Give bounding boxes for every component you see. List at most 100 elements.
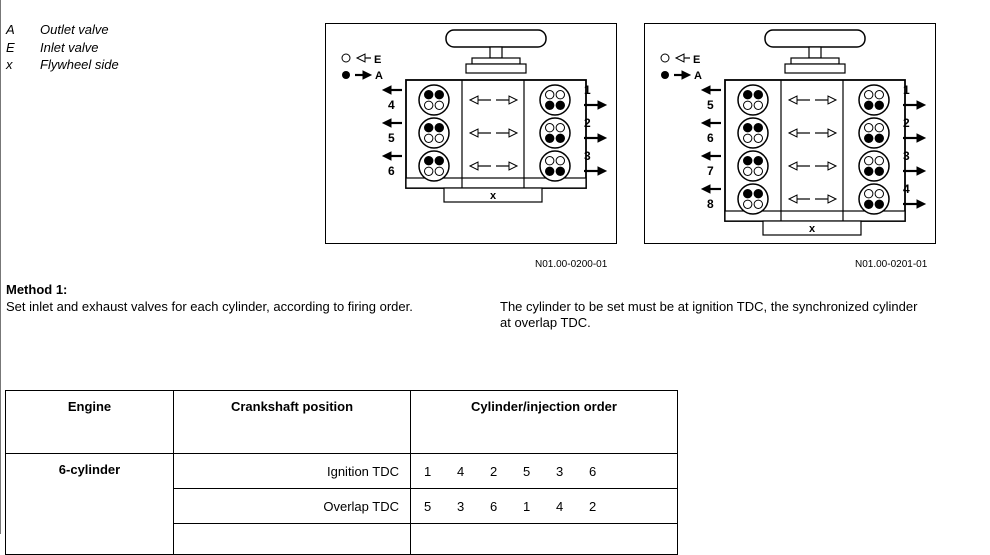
valve-outlet: [753, 123, 764, 133]
valve-outlet: [434, 90, 445, 100]
left-exhaust-arrow-icon-head: [381, 85, 392, 95]
legend-row-outlet: A Outlet valve: [6, 21, 119, 39]
legend-row-inlet: E Inlet valve: [6, 39, 119, 57]
inlet-arrow-right-icon-head: [827, 95, 838, 105]
valve-inlet: [753, 133, 764, 144]
inlet-arrow-left-icon-head: [787, 128, 798, 138]
header-crankshaft-position: Crankshaft position: [173, 390, 411, 454]
valve-outlet: [743, 90, 753, 100]
valve-outlet: [424, 90, 434, 100]
inlet-arrow-left-icon-head: [468, 95, 479, 105]
cylinder-right: [539, 117, 571, 149]
cylinder-number-left: 7: [707, 164, 714, 178]
cylinder-right: [858, 150, 890, 182]
cylinder-number-right: 3: [903, 149, 910, 163]
cylinder-left: [737, 183, 769, 215]
outlet-symbol-label: A: [694, 70, 702, 82]
legend-label: Inlet valve: [40, 39, 99, 55]
order-value: 1: [424, 463, 432, 479]
outlet-symbol-icon: [342, 71, 350, 79]
order-value: 4: [457, 463, 465, 479]
valve-outlet: [874, 199, 885, 210]
valve-inlet: [555, 156, 566, 166]
valve-inlet: [434, 100, 445, 111]
cylinder-left: [737, 150, 769, 182]
order-value: 1: [523, 498, 531, 514]
cylinder-left: [737, 84, 769, 116]
valve-inlet: [424, 133, 434, 144]
intake-stem: [808, 46, 822, 59]
intake-base: [465, 63, 527, 74]
order-value: 6: [589, 463, 597, 479]
method-instruction: Set inlet and exhaust valves for each cy…: [6, 299, 413, 314]
valve-inlet: [874, 123, 885, 133]
right-exhaust-arrow-icon-head: [916, 166, 927, 176]
cylinder-right: [858, 183, 890, 215]
valve-outlet: [743, 123, 753, 133]
outlet-symbol-label: A: [375, 70, 383, 82]
valve-outlet: [545, 133, 555, 144]
inlet-arrow-left-icon-head: [468, 128, 479, 138]
valve-inlet: [434, 133, 445, 144]
order-value: 6: [490, 498, 498, 514]
cylinder-right: [539, 84, 571, 116]
inlet-symbol-icon: [341, 53, 351, 63]
right-exhaust-arrow-icon-head: [916, 199, 927, 209]
right-exhaust-arrow-icon-head: [916, 100, 927, 110]
valve-inlet: [545, 123, 555, 133]
empty-cell: [410, 523, 678, 555]
left-exhaust-arrow-icon-head: [381, 151, 392, 161]
valve-inlet: [864, 156, 874, 166]
inlet-symbol-label: E: [374, 54, 381, 66]
cylinder-left: [418, 117, 450, 149]
cylinder-right: [858, 84, 890, 116]
valve-inlet: [864, 189, 874, 199]
flywheel-box: [762, 220, 862, 236]
inlet-arrow-right-icon-head: [508, 161, 519, 171]
valve-outlet: [555, 166, 566, 177]
right-exhaust-arrow-icon-head: [597, 166, 608, 176]
flywheel-label: x: [809, 223, 816, 235]
valve-inlet: [864, 123, 874, 133]
valve-inlet: [743, 166, 753, 177]
cylinder-left: [737, 117, 769, 149]
valve-inlet: [743, 199, 753, 210]
air-intake-icon: [445, 29, 547, 48]
valve-inlet: [864, 90, 874, 100]
table-header-row: Engine Crankshaft position Cylinder/inje…: [5, 390, 678, 454]
valve-outlet: [753, 189, 764, 199]
valve-inlet: [545, 90, 555, 100]
inlet-arrow-left-icon-head: [787, 194, 798, 204]
valve-outlet: [555, 100, 566, 111]
inlet-arrow-icon-head: [355, 53, 366, 63]
valve-outlet: [753, 156, 764, 166]
cylinder-number-right: 1: [584, 83, 591, 97]
position-cell: Ignition TDC: [173, 453, 411, 489]
outlet-arrow-icon-head: [681, 70, 692, 80]
inlet-symbol-icon: [660, 53, 670, 63]
outlet-symbol-icon: [661, 71, 669, 79]
valve-inlet: [424, 100, 434, 111]
right-exhaust-arrow-icon-head: [916, 133, 927, 143]
valve-outlet: [864, 166, 874, 177]
legend-key: A: [6, 22, 15, 37]
valve-outlet: [864, 100, 874, 111]
valve-inlet: [545, 156, 555, 166]
inlet-arrow-left-icon-head: [787, 95, 798, 105]
inlet-arrow-right-icon-head: [827, 194, 838, 204]
cylinder-number-right: 2: [584, 116, 591, 130]
outlet-arrow-icon-head: [362, 70, 373, 80]
cylinder-number-right: 2: [903, 116, 910, 130]
cylinder-number-left: 5: [388, 131, 395, 145]
left-exhaust-arrow-icon-head: [700, 85, 711, 95]
inlet-arrow-left-icon-head: [468, 161, 479, 171]
valve-inlet: [424, 166, 434, 177]
intake-stem: [489, 46, 503, 59]
